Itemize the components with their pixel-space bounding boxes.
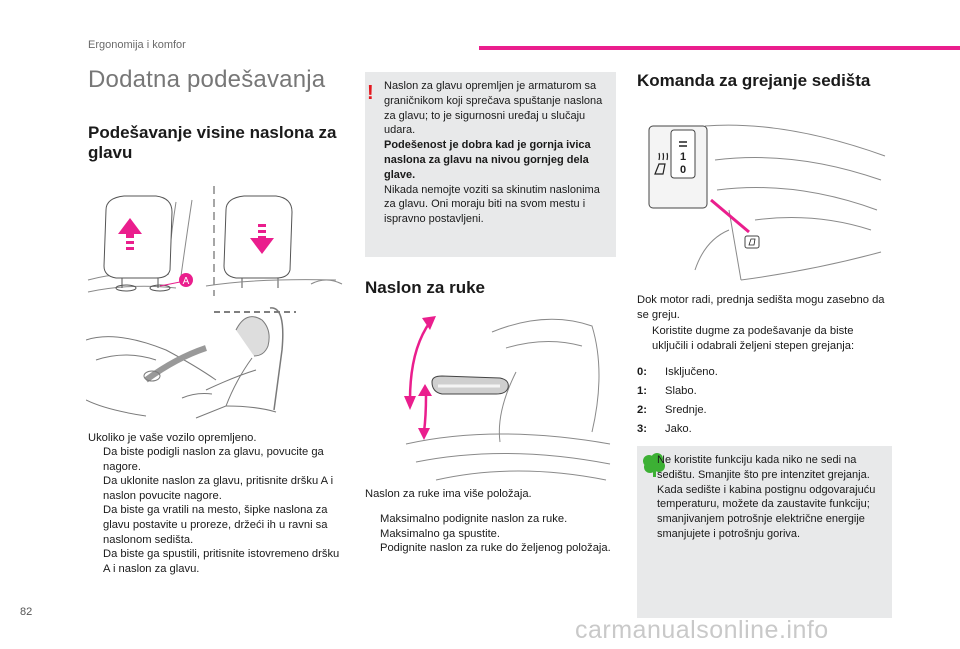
headrest-label-a: A xyxy=(183,276,190,287)
watermark: carmanualsonline.info xyxy=(575,616,829,644)
heating-levels: 0:Isključeno. 1:Slabo. 2:Srednje. 3:Jako… xyxy=(637,363,718,439)
heating-switch-label: 0 xyxy=(680,164,686,176)
warning-paragraph: Naslon za glavu opremljen je armaturom s… xyxy=(384,80,603,137)
list-item: Da biste ga vratili na mesto, šipke nasl… xyxy=(103,504,328,546)
list-item: Maksimalno podignite naslon za ruke. xyxy=(380,513,568,525)
armrest-heading: Naslon za ruke xyxy=(365,278,485,297)
seat-heating-illustration: 1 0 xyxy=(648,124,886,281)
armrest-illustration xyxy=(404,316,611,481)
seat-heat-icon xyxy=(654,152,669,175)
eco-leaf-icon xyxy=(643,453,665,477)
header-accent-bar xyxy=(479,46,960,50)
heating-intro: Dok motor radi, prednja sedišta mogu zas… xyxy=(637,294,885,321)
list-item: Podignite naslon za ruke do željenog pol… xyxy=(380,542,611,555)
list-item: Da biste ga spustili, pritisnite istovre… xyxy=(103,548,340,575)
list-item: Koristite dugme za podešavanje da biste … xyxy=(652,325,855,352)
heating-level-row: 0:Isključeno. xyxy=(637,366,718,378)
heating-heading: Komanda za grejanje sedišta xyxy=(637,71,871,90)
warning-paragraph: Nikada nemojte voziti sa skinutim naslon… xyxy=(384,183,600,226)
warning-emphasis: Podešenost je dobra kad je gornja ivica … xyxy=(384,139,591,181)
headrest-heading: Podešavanje visine naslona za glavu xyxy=(88,123,337,162)
headrest-illustration: A xyxy=(86,186,343,419)
page-title: Dodatna podešavanja xyxy=(88,66,326,93)
eco-tip-box xyxy=(637,446,892,618)
warning-box xyxy=(365,72,616,257)
heating-bullet-list: Koristite dugme za podešavanje da biste … xyxy=(637,324,892,353)
armrest-intro: Naslon za ruke ima više položaja. xyxy=(365,488,532,500)
eco-tip-text: Ne koristite funkciju kada niko ne sedi … xyxy=(657,454,876,540)
heating-level-row: 2:Srednje. xyxy=(637,404,707,416)
warning-text: Naslon za glavu opremljen je armaturom s… xyxy=(384,79,614,227)
list-item: Da uklonite naslon za glavu, pritisnite … xyxy=(103,475,334,502)
section-label: Ergonomija i komfor xyxy=(88,39,186,51)
heating-level-row: 3:Jako. xyxy=(637,423,692,435)
page-number: 82 xyxy=(20,606,33,618)
heating-switch-label: 1 xyxy=(680,151,686,163)
headrest-bullet-list: Da biste podigli naslon za glavu, povuci… xyxy=(88,445,348,576)
warning-icon: ! xyxy=(367,82,374,104)
armrest-bullet-list: Maksimalno podignite naslon za ruke. Mak… xyxy=(365,512,615,556)
headrest-intro: Ukoliko je vaše vozilo opremljeno. xyxy=(88,432,257,444)
list-item: Da biste podigli naslon za glavu, povuci… xyxy=(103,446,324,473)
list-item: Maksimalno ga spustite. xyxy=(380,527,501,540)
heating-level-row: 1:Slabo. xyxy=(637,385,697,397)
